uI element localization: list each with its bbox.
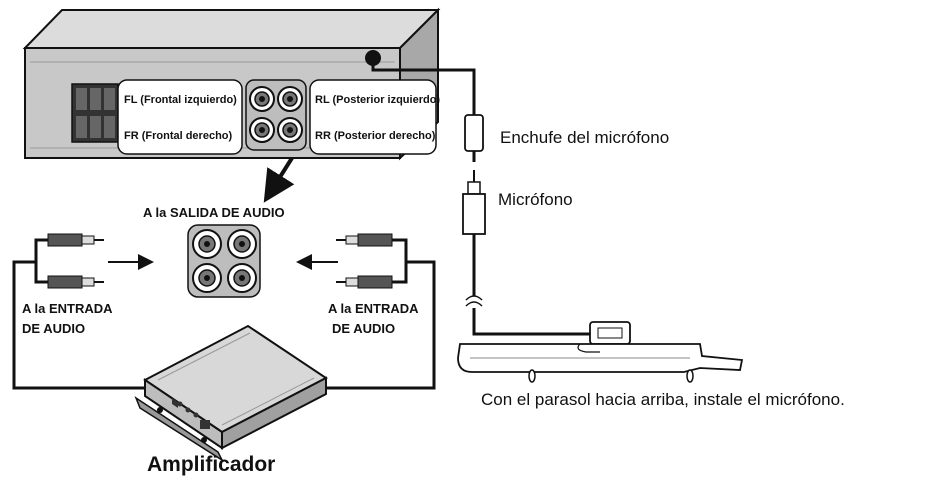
label-fl: FL (Frontal izquierdo) — [124, 94, 237, 106]
label-fr: FR (Frontal derecho) — [124, 130, 233, 142]
audio-in-left-line1: A la ENTRADA — [22, 301, 113, 316]
label-rl: RL (Posterior izquierdo) — [315, 94, 440, 106]
speaker-connector — [71, 83, 119, 143]
audio-out-label: A la SALIDA DE AUDIO — [143, 205, 285, 220]
left-rca-cable — [12, 233, 150, 390]
rear-channel-label-box — [309, 79, 437, 155]
right-rca-cable — [325, 233, 436, 390]
amplifier-label: Amplificador — [147, 453, 275, 476]
audio-in-left-line2: DE AUDIO — [22, 321, 85, 336]
head-unit-rca-jacks — [245, 79, 307, 151]
mic-plug-label: Enchufe del micrófono — [500, 128, 669, 147]
audio-in-right-line2: DE AUDIO — [332, 321, 395, 336]
label-rr: RR (Posterior derecho) — [315, 130, 436, 142]
sunvisor-caption: Con el parasol hacia arriba, instale el … — [481, 390, 845, 409]
amplifier-illustration — [134, 324, 328, 463]
sun-visor — [457, 343, 744, 383]
audio-out-rca-jacks — [187, 224, 261, 298]
front-channel-label-box — [117, 79, 243, 155]
mic-label: Micrófono — [498, 190, 573, 209]
audio-in-right-line1: A la ENTRADA — [328, 301, 419, 316]
microphone-cable — [371, 58, 631, 345]
audio-out-arrow — [263, 156, 295, 203]
